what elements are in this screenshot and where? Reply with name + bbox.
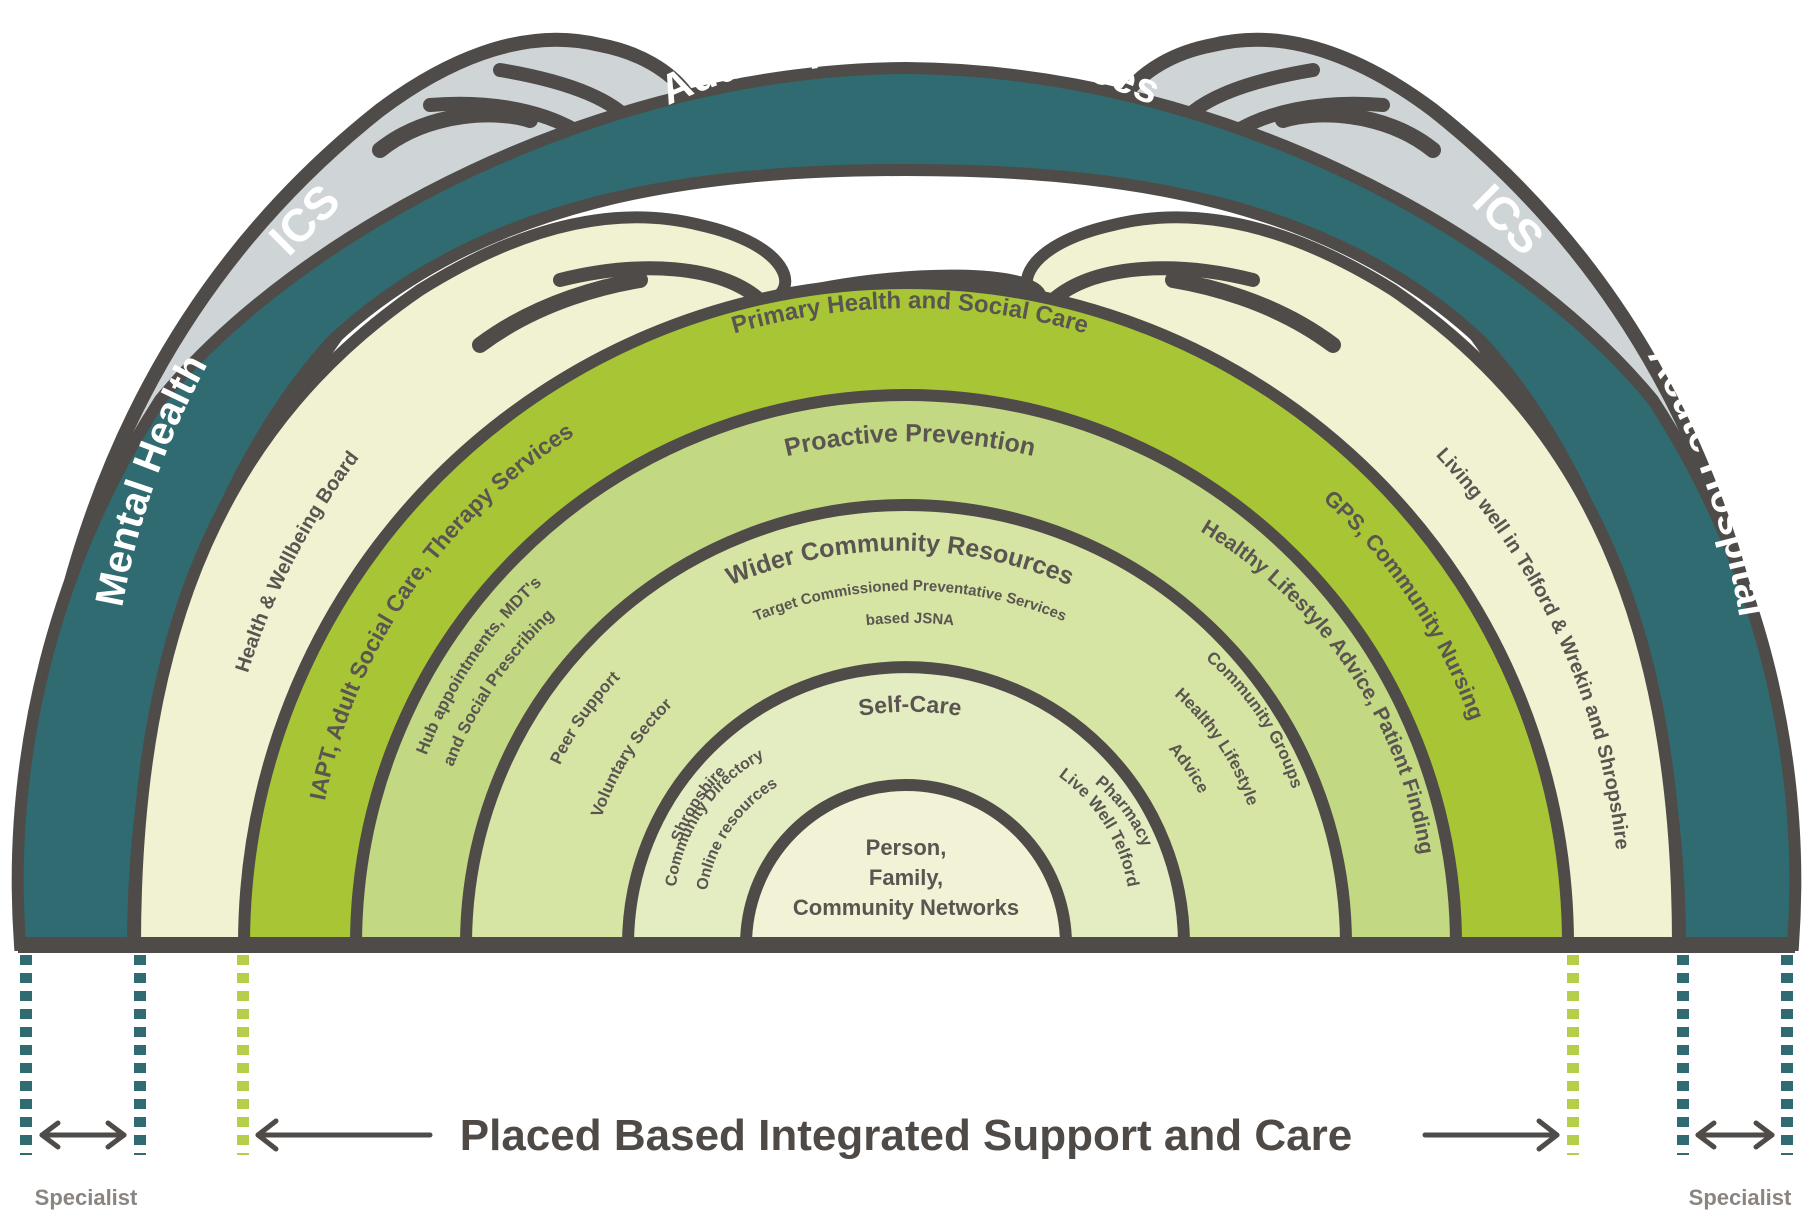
finger-line (553, 261, 767, 307)
double-arrow-icon (39, 1120, 127, 1150)
specialist-label-right: Specialist (1689, 1185, 1792, 1210)
cream-hand-left (472, 261, 767, 353)
finger-line (472, 272, 648, 353)
core-ring (739, 779, 1073, 951)
dashed-markers (20, 955, 1793, 1155)
finger-line (1046, 261, 1260, 307)
core-label-family: Family, (869, 865, 943, 890)
double-arrow-icon (1695, 1120, 1775, 1150)
cream-hand-right (1046, 261, 1341, 353)
core-label-networks: Community Networks (793, 895, 1019, 920)
specialist-label-left: Specialist (35, 1185, 138, 1210)
self-care-label: Self-Care (857, 691, 964, 721)
jsna-label: based JSNA (865, 610, 955, 629)
finger-line (1275, 106, 1441, 158)
finger-line (1165, 272, 1341, 353)
place-based-arrow (255, 1118, 1560, 1152)
finger-line (372, 106, 538, 158)
core-label-person: Person, (866, 835, 947, 860)
place-based-label: Placed Based Integrated Support and Care (460, 1111, 1352, 1160)
